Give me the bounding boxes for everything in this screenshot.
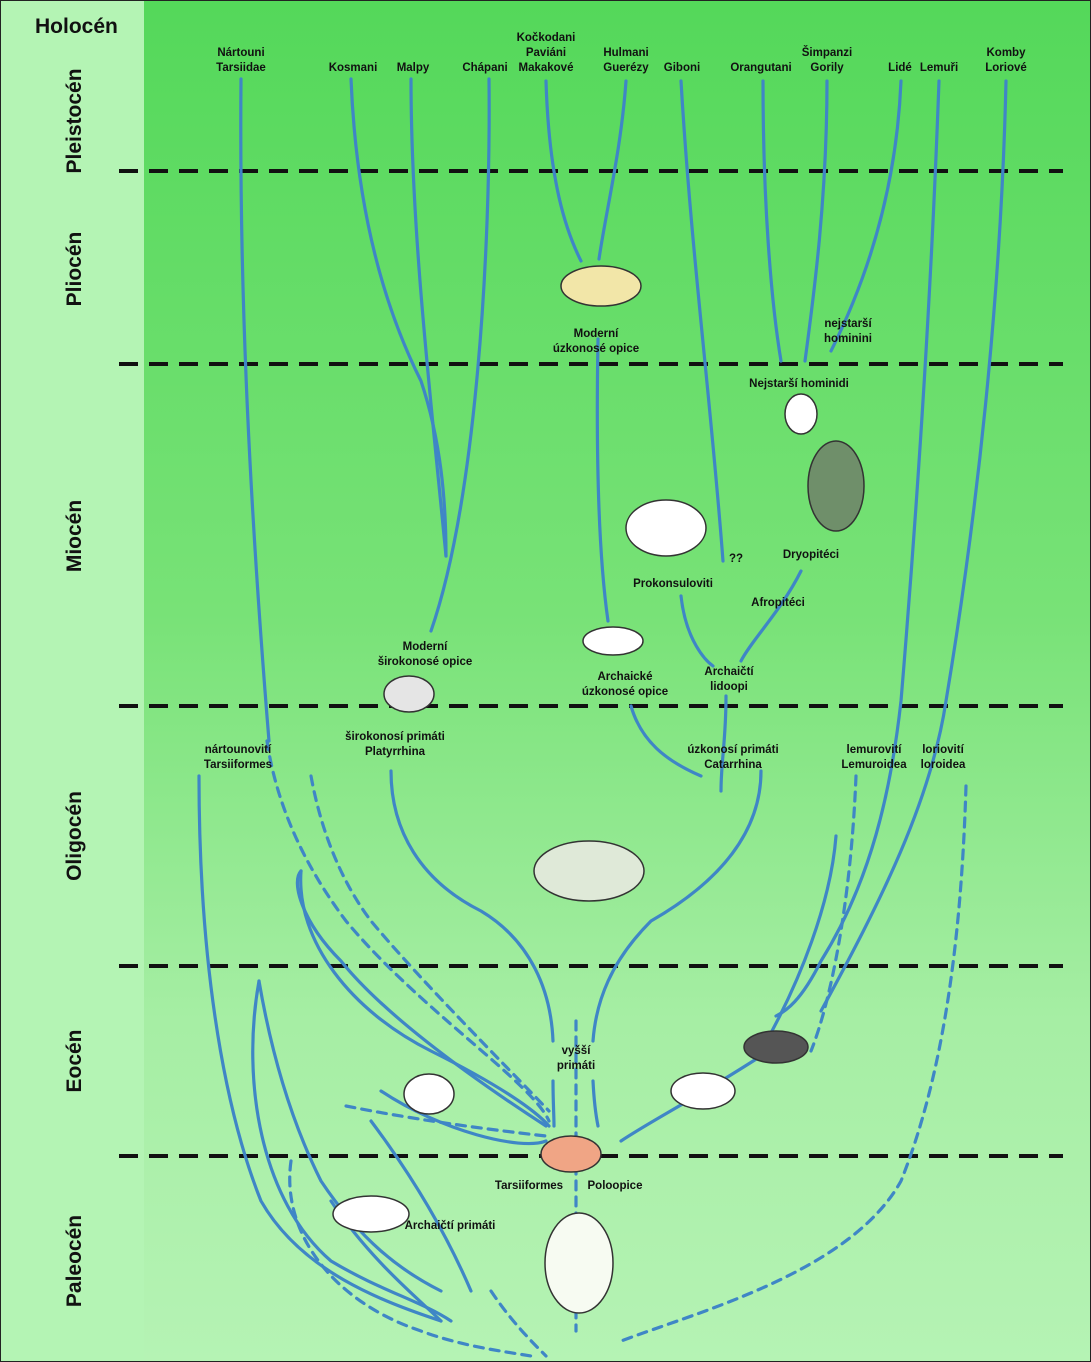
monkey-skeleton-modern-illustration [561,266,641,306]
platyrrhine-illustration [384,676,434,712]
label-loriove: Loriové [985,62,1027,74]
branch-malpy [411,79,446,556]
label-nejstarsi-hominidi: Nejstarší hominidi [749,378,849,390]
label-gorily: Gorily [810,62,844,74]
label-uzkonosi-1: úzkonosí primáti [687,744,778,756]
branch-nartounoviti [199,776,441,1321]
branch-moderni-uzkonose [597,339,608,621]
label-nejstarsi-hominini-2: hominini [824,333,872,345]
branch-archaic-b [259,981,441,1291]
branch-catarrhina [593,771,761,1041]
label-sirokonosi-2: Platyrrhina [365,746,426,758]
lemur-skull-illustration [671,1073,735,1109]
label-archaicti-lidoopi-2: lidoopi [710,681,748,693]
dryopithecus-illustration [808,441,864,531]
label-nartounoviti-1: nártounovití [205,744,272,756]
hominid-skull-illustration [785,394,817,434]
label-lorioviti-1: loriovití [922,744,964,756]
label-hulmani: Hulmani [603,47,648,59]
label-poloopice: Poloopice [588,1180,643,1192]
label-guerezy: Guerézy [603,62,649,74]
branch-lide [831,81,901,351]
label-afropiteci: Afropitéci [751,597,805,609]
label-nejstarsi-hominini-1: nejstarší [824,318,872,330]
label-dryopiteci: Dryopitéci [783,549,839,561]
primate-ancestor-illustration [541,1136,601,1172]
label-simpanzi: Šimpanzi [802,46,852,59]
label-lorioviti-2: loroidea [921,759,966,771]
dashed-archaic-f [346,1106,546,1136]
archaic-catarrhine-skull-illustration [583,627,643,655]
dashed-loroidea [621,786,966,1341]
label-moderni-sirokonose-1: Moderní [403,641,449,653]
label-vyssi-primati-2: primáti [557,1060,595,1072]
label-archaicke-uzkonose-1: Archaické [598,671,653,683]
branch-prokonsuloviti [681,596,713,666]
label-giboni: Giboni [664,62,700,74]
label-moderni-sirokonose-2: širokonosé opice [378,656,473,668]
taxa-labels: Nártouni Tarsiidae Kosmani Malpy Chápani… [216,32,1027,74]
label-sirokonosi-1: širokonosí primáti [345,731,445,743]
branch-orangutani [763,81,781,361]
branch-giboni [681,81,723,561]
label-orangutani: Orangutani [730,62,791,74]
branch-dryopiteci [741,571,801,661]
proconsul-skeleton-illustration [626,500,706,556]
label-lide: Lidé [888,62,912,74]
label-malpy: Malpy [397,62,430,74]
label-nartouni: Nártouni [217,47,264,59]
branch-kosmani [351,79,446,556]
epoch-boundaries [119,171,1063,1156]
label-prokonsuloviti: Prokonsuloviti [633,578,713,590]
label-moderni-uzkonose-2: úzkonosé opice [553,343,639,355]
dashed-tarsi-b [311,776,549,1111]
label-komby: Komby [987,47,1027,59]
branch-vyssi-left [553,1081,554,1126]
branch-vyssi-right [593,1081,598,1126]
dashed-root [491,1291,546,1356]
label-kockodani: Kočkodani [517,32,576,44]
label-archaicke-uzkonose-2: úzkonosé opice [582,686,668,698]
label-lemuroviti-1: lemurovití [847,744,903,756]
label-paviani: Paviáni [526,47,566,59]
label-nartounoviti-2: Tarsiiformes [204,759,272,771]
label-archaicti-primati: Archaičtí primáti [405,1220,496,1232]
branch-archaic-a [253,981,451,1321]
branch-chapani [431,79,489,631]
label-chapani: Chápani [462,62,507,74]
label-vyssi-primati-1: vyšší [562,1045,592,1057]
label-unknown: ?? [729,553,743,565]
label-moderni-uzkonose-1: Moderní [574,328,620,340]
branch-archaicke-uzkonose [631,706,701,776]
archaic-primate-skeleton-illustration [333,1196,409,1232]
label-tarsiiformes: Tarsiiformes [495,1180,563,1192]
label-kosmani: Kosmani [329,62,378,74]
lemur-illustration [744,1031,808,1063]
label-lemuri: Lemuři [920,62,958,74]
label-tarsiidae: Tarsiidae [216,62,266,74]
label-makakove: Makakové [519,62,574,74]
branch-platyrrhina [391,771,553,1041]
plesiadapis-illustration [545,1213,613,1313]
dashed-lemuroidea [811,776,856,1051]
label-uzkonosi-2: Catarrhina [704,759,762,771]
label-archaicti-lidoopi-1: Archaičtí [704,666,754,678]
branch-lemur-loop [761,836,836,1051]
branch-tarsiidae [241,79,269,741]
label-lemuroviti-2: Lemuroidea [841,759,907,771]
tarsier-skull-illustration [404,1074,454,1114]
oligocene-primate-skeleton-illustration [534,841,644,901]
